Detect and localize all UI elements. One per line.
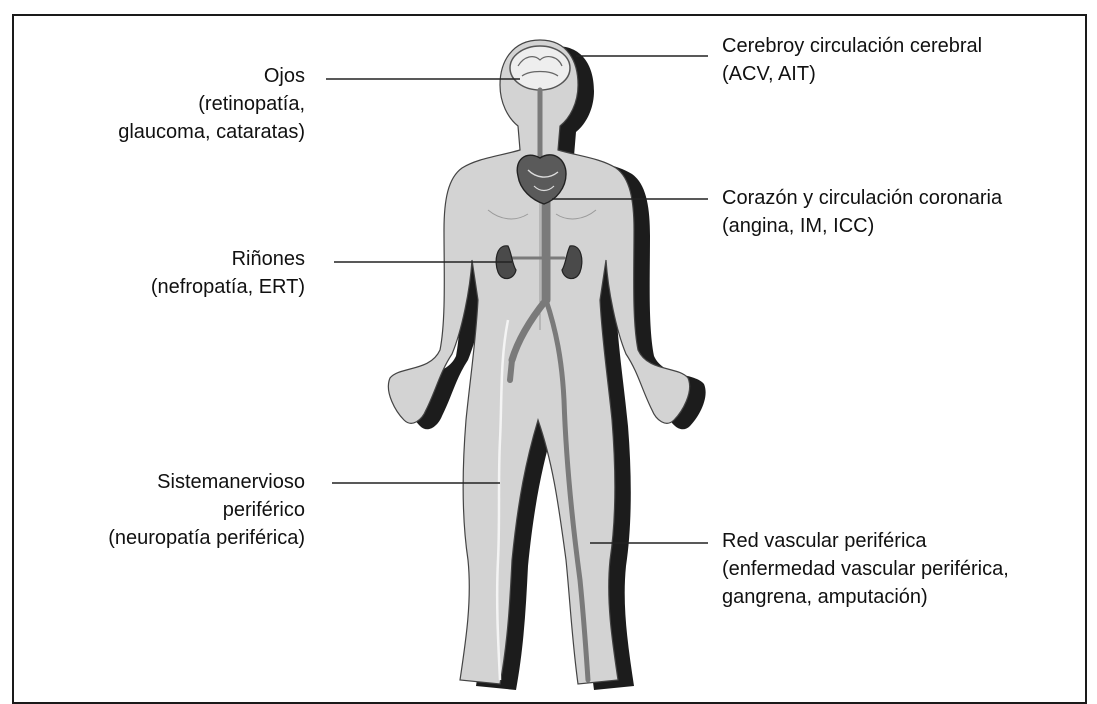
brain-organ <box>510 46 570 90</box>
label-nervous-title: Sistemanervioso <box>108 468 305 496</box>
label-heart-conditions: (angina, IM, ICC) <box>722 212 1002 240</box>
label-nervous-system: Sistemanervioso periférico (neuropatía p… <box>108 468 305 552</box>
label-kidneys-conditions: (nefropatía, ERT) <box>151 273 305 301</box>
label-eyes: Ojos (retinopatía, glaucoma, cataratas) <box>118 62 305 146</box>
label-nervous-subtitle: periférico <box>108 496 305 524</box>
label-vascular-conditions-1: (enfermedad vascular periférica, <box>722 555 1009 583</box>
label-brain-conditions: (ACV, AIT) <box>722 60 982 88</box>
label-kidneys-title: Riñones <box>151 245 305 273</box>
label-kidneys: Riñones (nefropatía, ERT) <box>151 245 305 301</box>
label-eyes-title: Ojos <box>118 62 305 90</box>
label-peripheral-vascular: Red vascular periférica (enfermedad vasc… <box>722 527 1009 611</box>
label-brain: Cerebroy circulación cerebral (ACV, AIT) <box>722 32 982 88</box>
label-brain-title: Cerebroy circulación cerebral <box>722 32 982 60</box>
label-heart-title: Corazón y circulación coronaria <box>722 184 1002 212</box>
label-eyes-conditions-1: (retinopatía, <box>118 90 305 118</box>
label-heart: Corazón y circulación coronaria (angina,… <box>722 184 1002 240</box>
label-nervous-conditions: (neuropatía periférica) <box>108 524 305 552</box>
label-vascular-title: Red vascular periférica <box>722 527 1009 555</box>
label-vascular-conditions-2: gangrena, amputación) <box>722 583 1009 611</box>
label-eyes-conditions-2: glaucoma, cataratas) <box>118 118 305 146</box>
